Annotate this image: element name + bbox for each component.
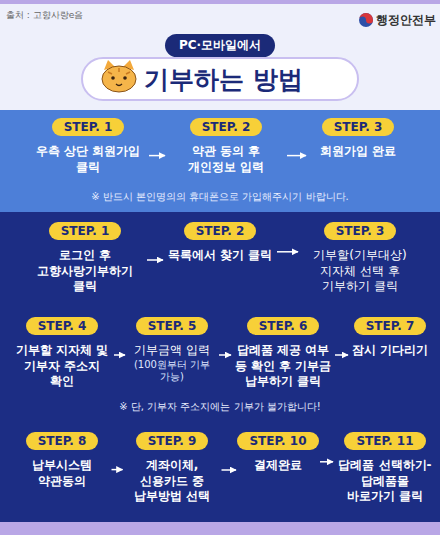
step-text: 목록에서 찾기 클릭 xyxy=(168,248,272,264)
step-badge: STEP. 5 xyxy=(136,317,209,335)
title: 기부하는 방법 xyxy=(144,63,303,96)
step-arrow xyxy=(287,155,306,157)
step-box: STEP. 8 납부시스템 약관동의 xyxy=(15,432,110,489)
step-box: STEP. 6 답례품 제공 여부 등 확인 후 기부금 납부하기 클릭 xyxy=(233,317,333,390)
step-text: 계좌이체, 신용카드 중 납부방법 선택 xyxy=(125,458,220,505)
title-frame xyxy=(82,58,358,100)
step-box: STEP. 2 목록에서 찾기 클릭 xyxy=(165,222,275,264)
step-box: STEP. 7 잠시 기다리기 xyxy=(350,317,430,359)
step-badge: STEP. 11 xyxy=(344,432,425,450)
step-badge: STEP. 10 xyxy=(237,432,318,450)
step-badge: STEP. 6 xyxy=(247,317,320,335)
cat-icon xyxy=(102,60,136,92)
signup-band xyxy=(0,110,440,212)
step-arrow xyxy=(222,469,237,471)
step-text: 답례품 선택하기- 답례품몰 바로가기 클릭 xyxy=(335,458,435,505)
step-text: 결제완료 xyxy=(254,458,302,474)
step-arrow xyxy=(147,259,163,261)
address-note: ※ 단, 기부자 주소지에는 기부가 불가합니다! xyxy=(119,400,320,414)
step-badge: STEP. 1 xyxy=(52,118,125,136)
top-strip xyxy=(0,0,440,4)
step-arrow xyxy=(219,354,231,356)
step-text: 기부할(기부대상) 지자체 선택 후 기부하기 클릭 xyxy=(300,248,420,295)
step-arrow xyxy=(277,251,298,253)
step-box: STEP. 11 답례품 선택하기- 답례품몰 바로가기 클릭 xyxy=(335,432,435,505)
step-badge: STEP. 2 xyxy=(184,222,257,240)
step-box: STEP. 1 로그인 후 고향사랑기부하기 클릭 xyxy=(25,222,145,295)
step-box: STEP. 9 계좌이체, 신용카드 중 납부방법 선택 xyxy=(125,432,220,505)
step-arrow xyxy=(112,469,123,471)
step-text: 약관 동의 후 개인정보 입력 xyxy=(167,144,285,175)
step-badge: STEP. 3 xyxy=(322,118,395,136)
step-badge: STEP. 3 xyxy=(324,222,397,240)
step-badge: STEP. 2 xyxy=(190,118,263,136)
step-text: 기부금액 입력 xyxy=(134,343,210,359)
step-box: STEP. 3 기부할(기부대상) 지자체 선택 후 기부하기 클릭 xyxy=(300,222,420,295)
step-box: STEP. 1 우측 상단 회원가입 클릭 xyxy=(29,118,147,175)
step-box: STEP. 5 기부금액 입력(100원부터 기부 가능) xyxy=(127,317,217,383)
step-text: 회원가입 완료 xyxy=(320,144,396,160)
step-arrow xyxy=(335,354,348,356)
step-badge: STEP. 1 xyxy=(49,222,122,240)
step-box: STEP. 2 약관 동의 후 개인정보 입력 xyxy=(167,118,285,175)
step-box: STEP. 3 회원가입 완료 xyxy=(308,118,408,160)
step-text: 우측 상단 회원가입 클릭 xyxy=(29,144,147,175)
step-text: 로그인 후 고향사랑기부하기 클릭 xyxy=(25,248,145,295)
step-badge: STEP. 9 xyxy=(136,432,209,450)
step-text: 답례품 제공 여부 등 확인 후 기부금 납부하기 클릭 xyxy=(233,343,333,390)
step-arrow xyxy=(320,461,333,463)
bottom-strip xyxy=(0,522,440,535)
step-badge: STEP. 4 xyxy=(26,317,99,335)
step-badge: STEP. 7 xyxy=(354,317,427,335)
ministry-logo: 행정안전부 xyxy=(376,12,436,29)
step-arrow xyxy=(114,354,125,356)
step-note: (100원부터 기부 가능) xyxy=(127,359,217,383)
step-text: 납부시스템 약관동의 xyxy=(15,458,110,489)
source-note: 출처 : 고향사랑e음 xyxy=(6,9,83,22)
step-box: STEP. 10 결제완료 xyxy=(238,432,318,474)
step-text: 기부할 지자체 및 기부자 주소지 확인 xyxy=(12,343,112,390)
step-badge: STEP. 8 xyxy=(26,432,99,450)
step-arrow xyxy=(149,155,165,157)
subtitle-pill: PC·모바일에서 xyxy=(165,34,275,57)
ministry-emblem xyxy=(359,13,373,27)
donation-band xyxy=(0,212,440,522)
step-box: STEP. 4 기부할 지자체 및 기부자 주소지 확인 xyxy=(12,317,112,390)
signup-note: ※ 반드시 본인명의의 휴대폰으로 가입해주시기 바랍니다. xyxy=(91,190,348,204)
step-text: 잠시 기다리기 xyxy=(352,343,428,359)
